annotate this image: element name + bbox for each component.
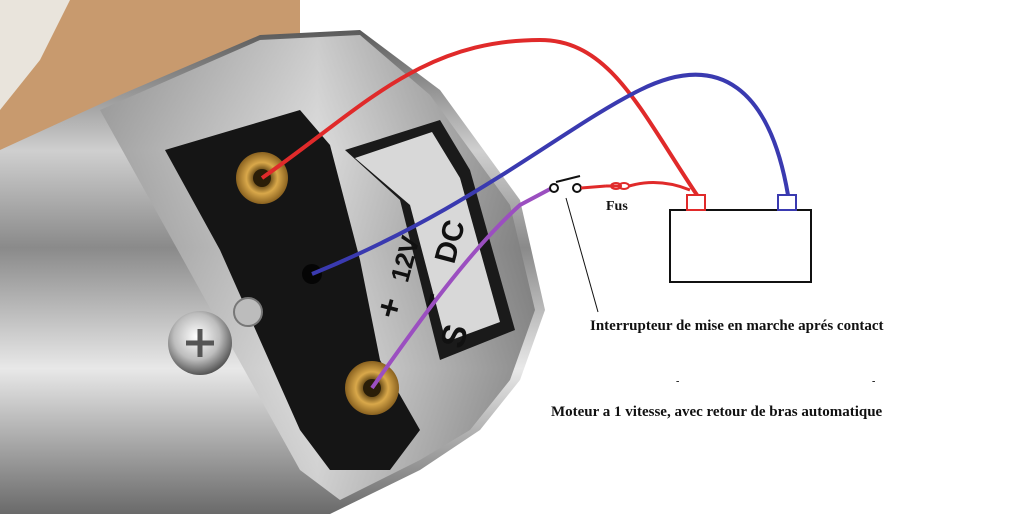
motor-caption: Moteur a 1 vitesse, avec retour de bras … [551, 404, 883, 420]
switch-icon [549, 175, 607, 193]
fuse-label: Fus [606, 199, 628, 214]
negative-wire [311, 72, 790, 276]
motor-photo: + 12V − DC S [0, 0, 545, 514]
switch-pointer [565, 197, 599, 313]
battery-icon [669, 194, 812, 283]
tick-mark: - [676, 376, 679, 387]
switch-caption: Interrupteur de mise en marche aprés con… [590, 318, 884, 334]
background-cloth [0, 0, 70, 110]
fuse-icon [606, 181, 691, 192]
tick-mark: - [872, 376, 875, 387]
signal-wire [370, 186, 553, 390]
positive-wire [260, 37, 699, 197]
label-plate-face [355, 132, 500, 342]
